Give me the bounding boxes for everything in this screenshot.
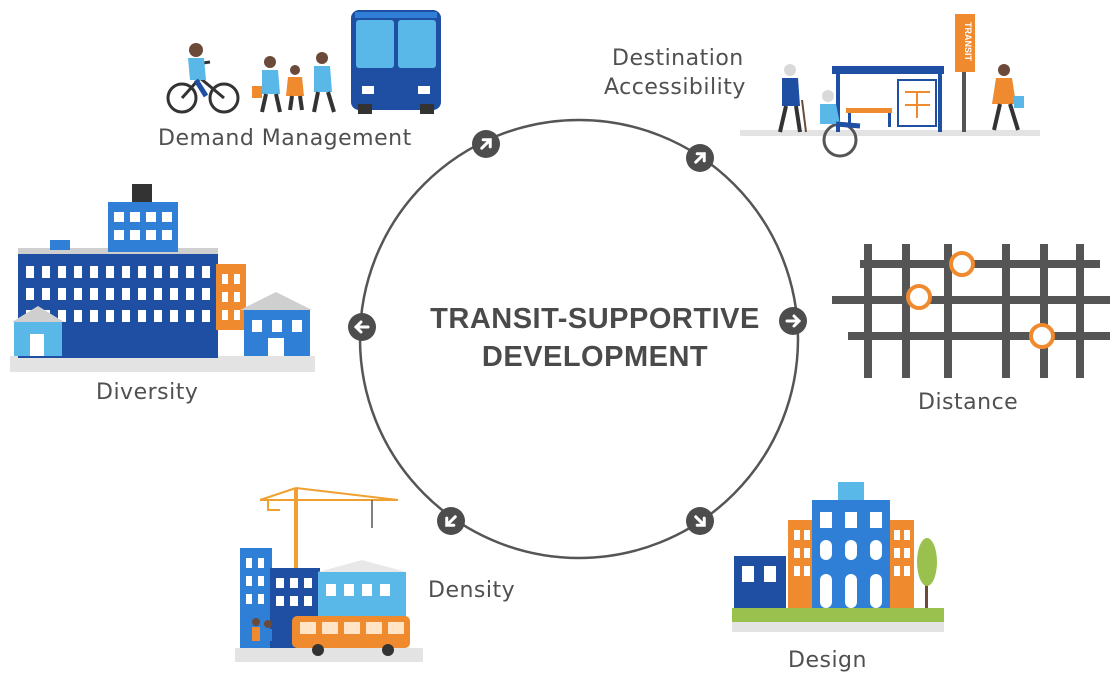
label-design: Design (788, 648, 867, 673)
center-title-line-2: DEVELOPMENT (481, 341, 709, 373)
center-title-line-1: TRANSIT-SUPPORTIVE (430, 303, 760, 335)
diversity-illustration (10, 184, 315, 372)
label-destination-accessibility-line-1: Destination (612, 46, 744, 71)
density-illustration (235, 487, 423, 662)
demand-management-illustration (166, 10, 441, 114)
stop-marker (949, 251, 975, 277)
arrow-icon-right (779, 307, 807, 335)
label-destination-accessibility-line-2: Accessibility (604, 75, 746, 100)
center-title: TRANSIT-SUPPORTIVE DEVELOPMENT (380, 300, 810, 376)
distance-illustration (832, 244, 1110, 378)
stop-marker (906, 284, 932, 310)
label-distance: Distance (918, 390, 1019, 415)
stop-marker (1029, 323, 1055, 349)
arrow-icon-bottom-left (437, 507, 465, 535)
transit-sign-text: TRANSIT (963, 22, 973, 61)
label-diversity: Diversity (96, 380, 199, 405)
distance-stops (906, 251, 1055, 349)
arrow-icon-bottom-right (686, 507, 714, 535)
label-demand-management: Demand Management (158, 126, 412, 151)
arrow-icon-top-left (472, 130, 500, 158)
arrow-icon-left (348, 313, 376, 341)
arrow-icon-top-right (686, 144, 714, 172)
design-illustration (732, 482, 944, 632)
label-density: Density (428, 578, 516, 603)
destination-accessibility-illustration: TRANSIT (740, 14, 1040, 158)
